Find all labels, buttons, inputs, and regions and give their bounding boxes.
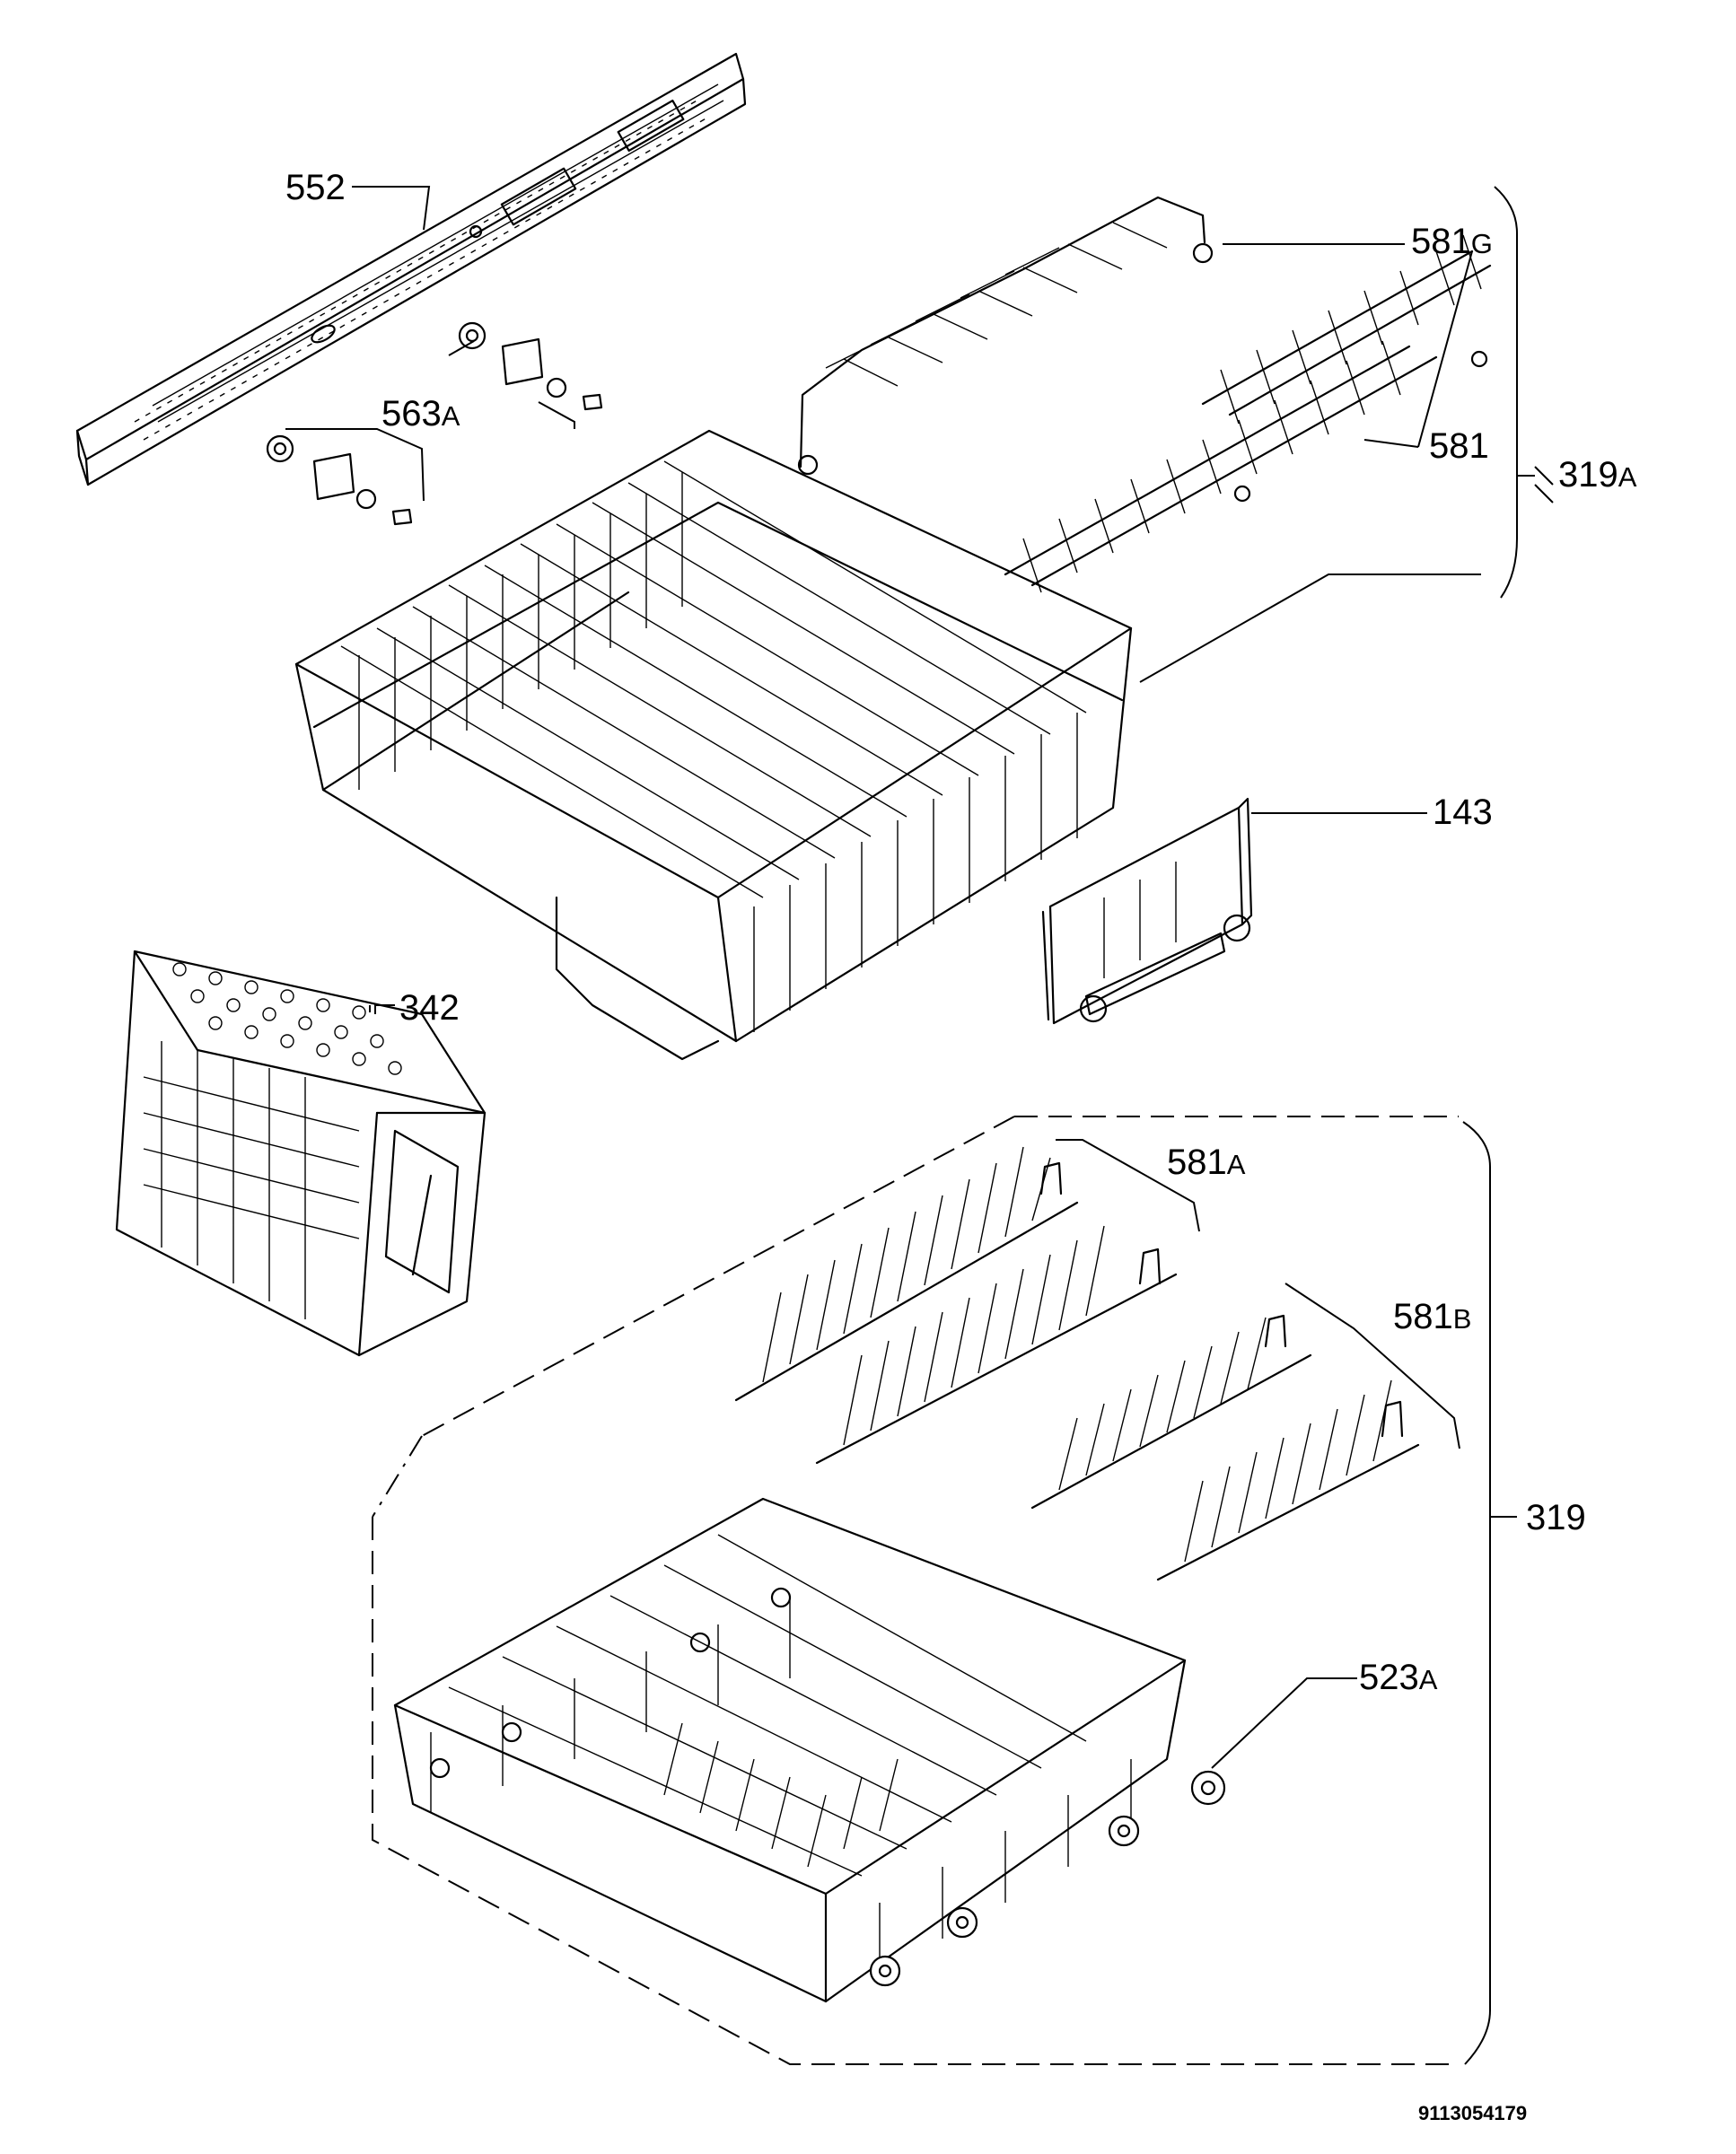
leader-lines: [285, 186, 1554, 1769]
lower-group-outline-dashdot: [372, 1435, 423, 1518]
callout-581a: 581A: [1167, 1143, 1246, 1182]
callout-552: 552: [285, 168, 346, 207]
tine-rack-part[interactable]: [1004, 234, 1492, 593]
callout-523a: 523A: [1359, 1658, 1438, 1697]
callout-319: 319: [1526, 1498, 1586, 1537]
callout-563a: 563A: [381, 394, 460, 433]
lower-group-outline: [372, 1116, 1459, 2065]
wheel-part[interactable]: [869, 1770, 1226, 1987]
tine-rack-part[interactable]: [734, 1146, 1178, 1465]
document-number: 9113054179: [1418, 2102, 1527, 2124]
basket-upper-part[interactable]: [294, 429, 1133, 1061]
callout-581g: 581G: [1411, 222, 1493, 261]
rack-support-part[interactable]: [1041, 797, 1253, 1025]
callout-581b: 581B: [1393, 1297, 1471, 1336]
rail-part[interactable]: [75, 52, 747, 486]
callout-319a: 319A: [1558, 455, 1637, 495]
callout-342: 342: [399, 988, 460, 1028]
callout-labels: 552 563A 581G 581 319A 143 342 581A 581B…: [285, 168, 1637, 1697]
callout-143: 143: [1433, 792, 1493, 832]
basket-lower-part[interactable]: [393, 1497, 1187, 2003]
tine-rack-part[interactable]: [1030, 1314, 1420, 1581]
bracket-319a: [1494, 186, 1535, 599]
tine-rack-part[interactable]: [797, 196, 1214, 476]
bracket-319: [1462, 1121, 1517, 2065]
callout-581: 581: [1429, 426, 1489, 466]
cutlery-basket-part[interactable]: [115, 950, 487, 1357]
